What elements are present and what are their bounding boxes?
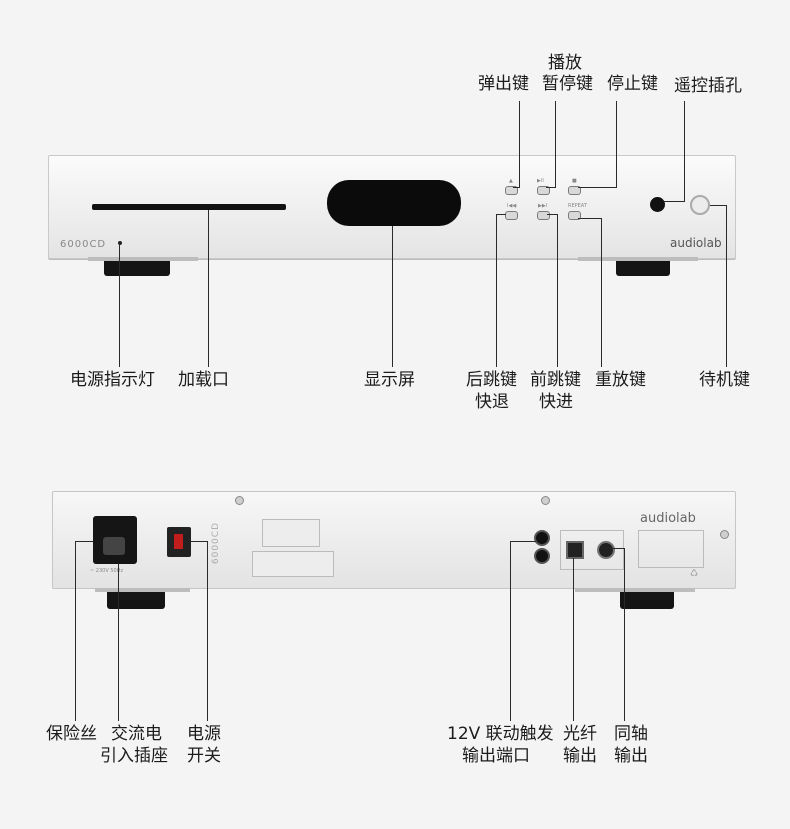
leader-coax — [624, 548, 625, 721]
optical-output-port[interactable] — [566, 541, 584, 559]
next-button[interactable] — [537, 211, 550, 220]
rear-model-text: 6000CD — [211, 522, 221, 565]
prev-button[interactable] — [505, 211, 518, 220]
label-standby: 待机键 — [699, 370, 750, 390]
play-pause-button[interactable] — [537, 186, 550, 195]
front-display — [327, 180, 461, 226]
leader-next-h — [547, 214, 558, 215]
leader-stop-h — [578, 187, 617, 188]
rear-foot-left — [107, 588, 165, 609]
stop-button[interactable] — [568, 186, 581, 195]
ac-inlet-pins — [103, 537, 125, 555]
trigger-jack-top[interactable] — [534, 530, 550, 546]
power-switch-rocker[interactable] — [174, 534, 183, 549]
label-coax-line2: 输出 — [614, 746, 648, 766]
leader-ac — [118, 564, 119, 721]
label-ac-line1: 交流电 — [111, 724, 162, 744]
ac-inlet-rating-text: ~ 230V 50Hz — [90, 568, 124, 574]
label-loading-slot: 加载口 — [178, 370, 229, 390]
label-prev-line2: 快退 — [475, 392, 509, 412]
leader-power-switch-h — [191, 541, 208, 542]
rear-panel — [52, 491, 736, 589]
leader-eject-h — [513, 187, 520, 188]
label-next-line2: 快进 — [539, 392, 573, 412]
standby-button[interactable] — [690, 195, 710, 215]
leader-play — [555, 101, 556, 187]
foot-shadow-left — [88, 257, 198, 261]
play-mark: ▶II — [537, 178, 544, 184]
label-power-led: 电源指示灯 — [70, 370, 155, 390]
label-ac-line2: 引入插座 — [100, 746, 168, 766]
label-optical-line2: 输出 — [563, 746, 597, 766]
leader-power-led — [119, 245, 120, 367]
power-led-indicator — [118, 241, 122, 245]
front-foot-left — [104, 257, 170, 276]
leader-prev — [496, 214, 497, 367]
label-power-line1: 电源 — [187, 724, 221, 744]
leader-trigger — [510, 541, 511, 721]
leader-standby — [726, 205, 727, 367]
screw-icon — [541, 496, 550, 505]
caution-label — [252, 551, 334, 577]
spec-label — [638, 530, 704, 568]
leader-ir-h — [664, 201, 685, 202]
label-eject: 弹出键 — [478, 74, 529, 94]
label-next-line1: 前跳键 — [530, 370, 581, 390]
eject-button[interactable] — [505, 186, 518, 195]
leader-standby-h — [710, 205, 727, 206]
leader-display — [392, 226, 393, 367]
label-optical-line1: 光纤 — [563, 724, 597, 744]
label-play-pause-line2: 暂停键 — [542, 74, 593, 94]
leader-optical — [573, 558, 574, 721]
screw-icon — [235, 496, 244, 505]
leader-fuse-h — [75, 541, 93, 542]
label-stop: 停止键 — [607, 74, 658, 94]
leader-power-switch — [207, 541, 208, 721]
label-prev-line1: 后跳键 — [466, 370, 517, 390]
rear-foot-right — [620, 588, 674, 609]
leader-repeat — [601, 218, 602, 367]
leader-play-h — [546, 187, 556, 188]
ir-remote-port — [650, 197, 665, 212]
prev-mark: I◀◀ — [507, 203, 517, 209]
cd-loading-slot — [92, 204, 286, 210]
label-display: 显示屏 — [364, 370, 415, 390]
trigger-jack-bottom[interactable] — [534, 548, 550, 564]
leader-coax-h — [610, 548, 625, 549]
leader-prev-h — [496, 214, 506, 215]
digital-output-panel — [560, 530, 624, 570]
repeat-button[interactable] — [568, 211, 581, 220]
leader-repeat-h — [578, 218, 602, 219]
screw-icon — [720, 530, 729, 539]
front-model-text: 6000CD — [60, 239, 107, 250]
foot-shadow-left — [95, 588, 190, 592]
label-trigger-line2: 输出端口 — [462, 746, 530, 766]
label-trigger-line1: 12V 联动触发 — [447, 724, 554, 744]
label-fuse: 保险丝 — [46, 724, 97, 744]
stop-mark: ■ — [572, 178, 577, 184]
rear-brand-logo: audiolab — [640, 511, 696, 526]
leader-trigger-h — [510, 541, 536, 542]
label-play-pause-line1: 播放 — [548, 53, 582, 73]
eject-mark: ▲ — [509, 178, 513, 184]
laser-class-label — [262, 519, 320, 547]
label-repeat: 重放键 — [595, 370, 646, 390]
label-coax-line1: 同轴 — [614, 724, 648, 744]
front-brand-logo: audiolab — [670, 236, 722, 250]
front-foot-right — [616, 257, 670, 276]
label-power-line2: 开关 — [187, 746, 221, 766]
leader-slot — [208, 210, 209, 367]
label-ir-port: 遥控插孔 — [674, 76, 742, 96]
leader-eject — [519, 101, 520, 187]
repeat-mark: REPEAT — [568, 203, 587, 209]
leader-stop — [616, 101, 617, 187]
leader-fuse — [75, 541, 76, 721]
coaxial-output-port[interactable] — [597, 541, 615, 559]
next-mark: ▶▶I — [538, 203, 548, 209]
foot-shadow-right — [575, 588, 695, 592]
foot-shadow-right — [578, 257, 698, 261]
leader-next — [557, 214, 558, 367]
recycle-bin-icon: ♺ — [690, 569, 699, 579]
leader-ir — [684, 101, 685, 201]
